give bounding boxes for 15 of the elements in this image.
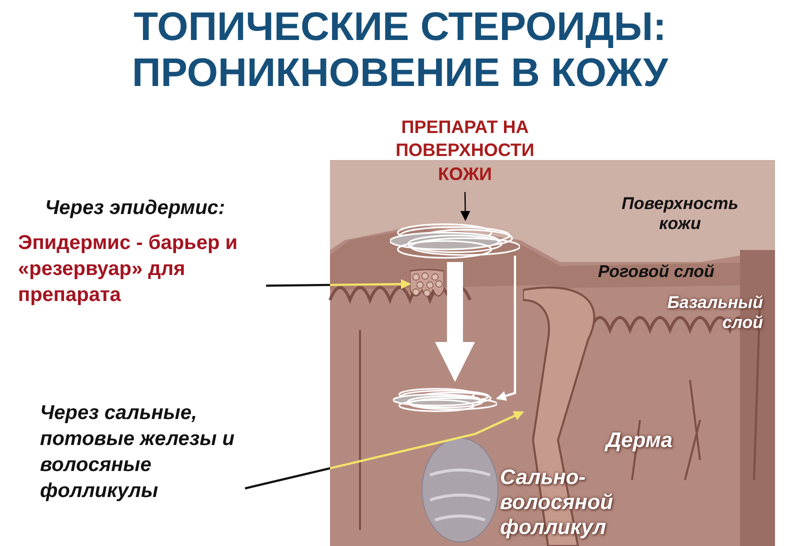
label: Сально-волосяной фолликул — [500, 465, 614, 541]
drug-deposit — [393, 386, 497, 414]
arrow — [496, 256, 516, 401]
arrow — [460, 192, 470, 221]
label: Дерма — [606, 428, 674, 454]
arrow — [244, 410, 524, 490]
label: Роговой слой — [598, 262, 716, 282]
callout-text: ПРЕПАРАТ НА ПОВЕРХНОСТИ КОЖИ — [385, 116, 545, 192]
callout-text: Через сальные, потовые железы и волосяные фолликулы — [40, 400, 245, 530]
title: ТОПИЧЕСКИЕ СТЕРОИДЫ: ПРОНИКНОВЕНИЕ В КОЖУ — [130, 4, 670, 96]
heading-text: Через эпидермис: — [45, 196, 226, 220]
label: Базальный слой — [666, 293, 763, 334]
arrow — [266, 279, 411, 290]
callout-text: Эпидермис - барьер и «резервуар» для препарата — [18, 230, 266, 326]
label: Поверхность кожи — [620, 194, 740, 235]
